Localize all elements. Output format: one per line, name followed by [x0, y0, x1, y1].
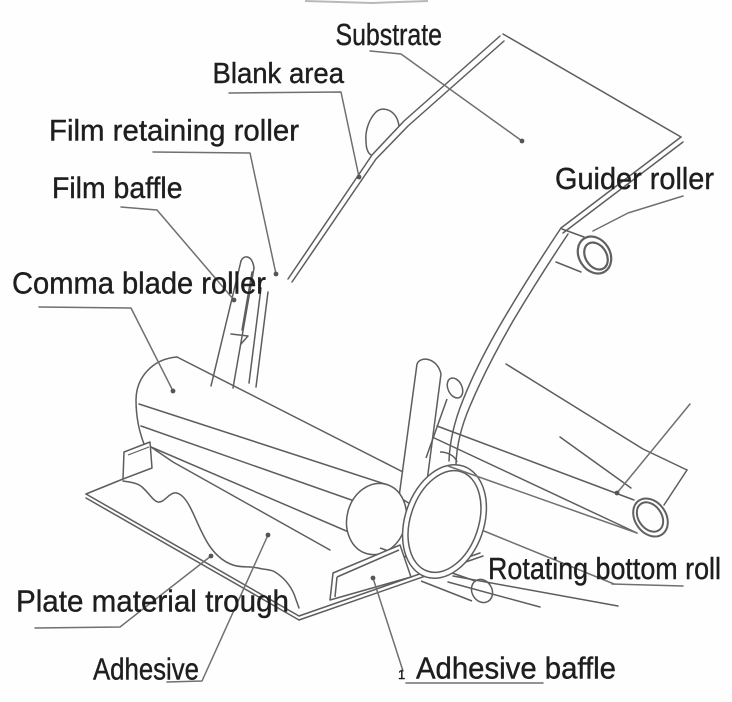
svg-text:Comma blade roller: Comma blade roller: [12, 267, 266, 301]
svg-text:Film retaining roller: Film retaining roller: [49, 115, 299, 148]
svg-text:Blank area: Blank area: [213, 58, 345, 90]
svg-text:Film baffle: Film baffle: [52, 172, 183, 205]
svg-text:1: 1: [398, 667, 405, 682]
svg-text:Adhesive: Adhesive: [93, 652, 199, 687]
svg-text:Rotating bottom roll: Rotating bottom roll: [488, 551, 721, 586]
svg-text:Plate material trough: Plate material trough: [16, 584, 289, 619]
svg-text:Substrate: Substrate: [336, 18, 443, 52]
svg-text:Adhesive baffle: Adhesive baffle: [416, 651, 616, 686]
svg-text:Guider roller: Guider roller: [555, 162, 714, 196]
